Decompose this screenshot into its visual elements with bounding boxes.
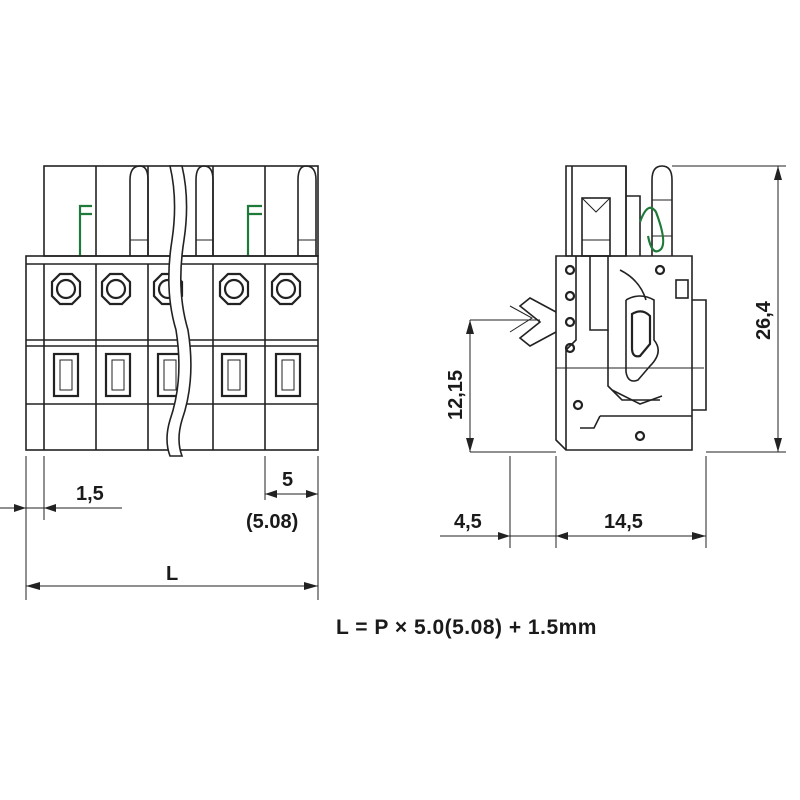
- spring-contact-right: [246, 204, 262, 256]
- dim-body-depth: 14,5: [604, 511, 643, 533]
- length-formula: L = P × 5.0(5.08) + 1.5mm: [336, 616, 597, 639]
- dim-total-height: 26,4: [753, 300, 775, 340]
- front-view: 1,5 5 (5.08) L: [0, 165, 319, 600]
- front-lower-body: [25, 165, 319, 457]
- dim-pitch: 5: [282, 469, 293, 491]
- dim-front-pin-offset: 1,5: [76, 483, 104, 505]
- side-view: 12,15 26,4 4,5 14,5: [440, 165, 786, 548]
- spring-contact-left: [78, 204, 92, 256]
- break-line: [166, 165, 192, 457]
- side-dimensions: 12,15 26,4 4,5 14,5: [440, 165, 786, 548]
- dim-pin-height: 12,15: [445, 370, 467, 420]
- dim-pin-protrusion: 4,5: [454, 511, 482, 533]
- dim-total-length: L: [166, 563, 178, 585]
- screw-4: [218, 272, 250, 306]
- dim-pitch-alt: (5.08): [246, 511, 298, 533]
- side-main-body: [509, 255, 707, 451]
- screw-5: [270, 272, 302, 306]
- front-dimensions: 1,5 5 (5.08) L: [0, 456, 319, 600]
- screw-2: [100, 272, 132, 306]
- screw-1: [50, 272, 82, 306]
- side-spring-contact: [638, 206, 665, 253]
- side-plug-top: [565, 165, 673, 257]
